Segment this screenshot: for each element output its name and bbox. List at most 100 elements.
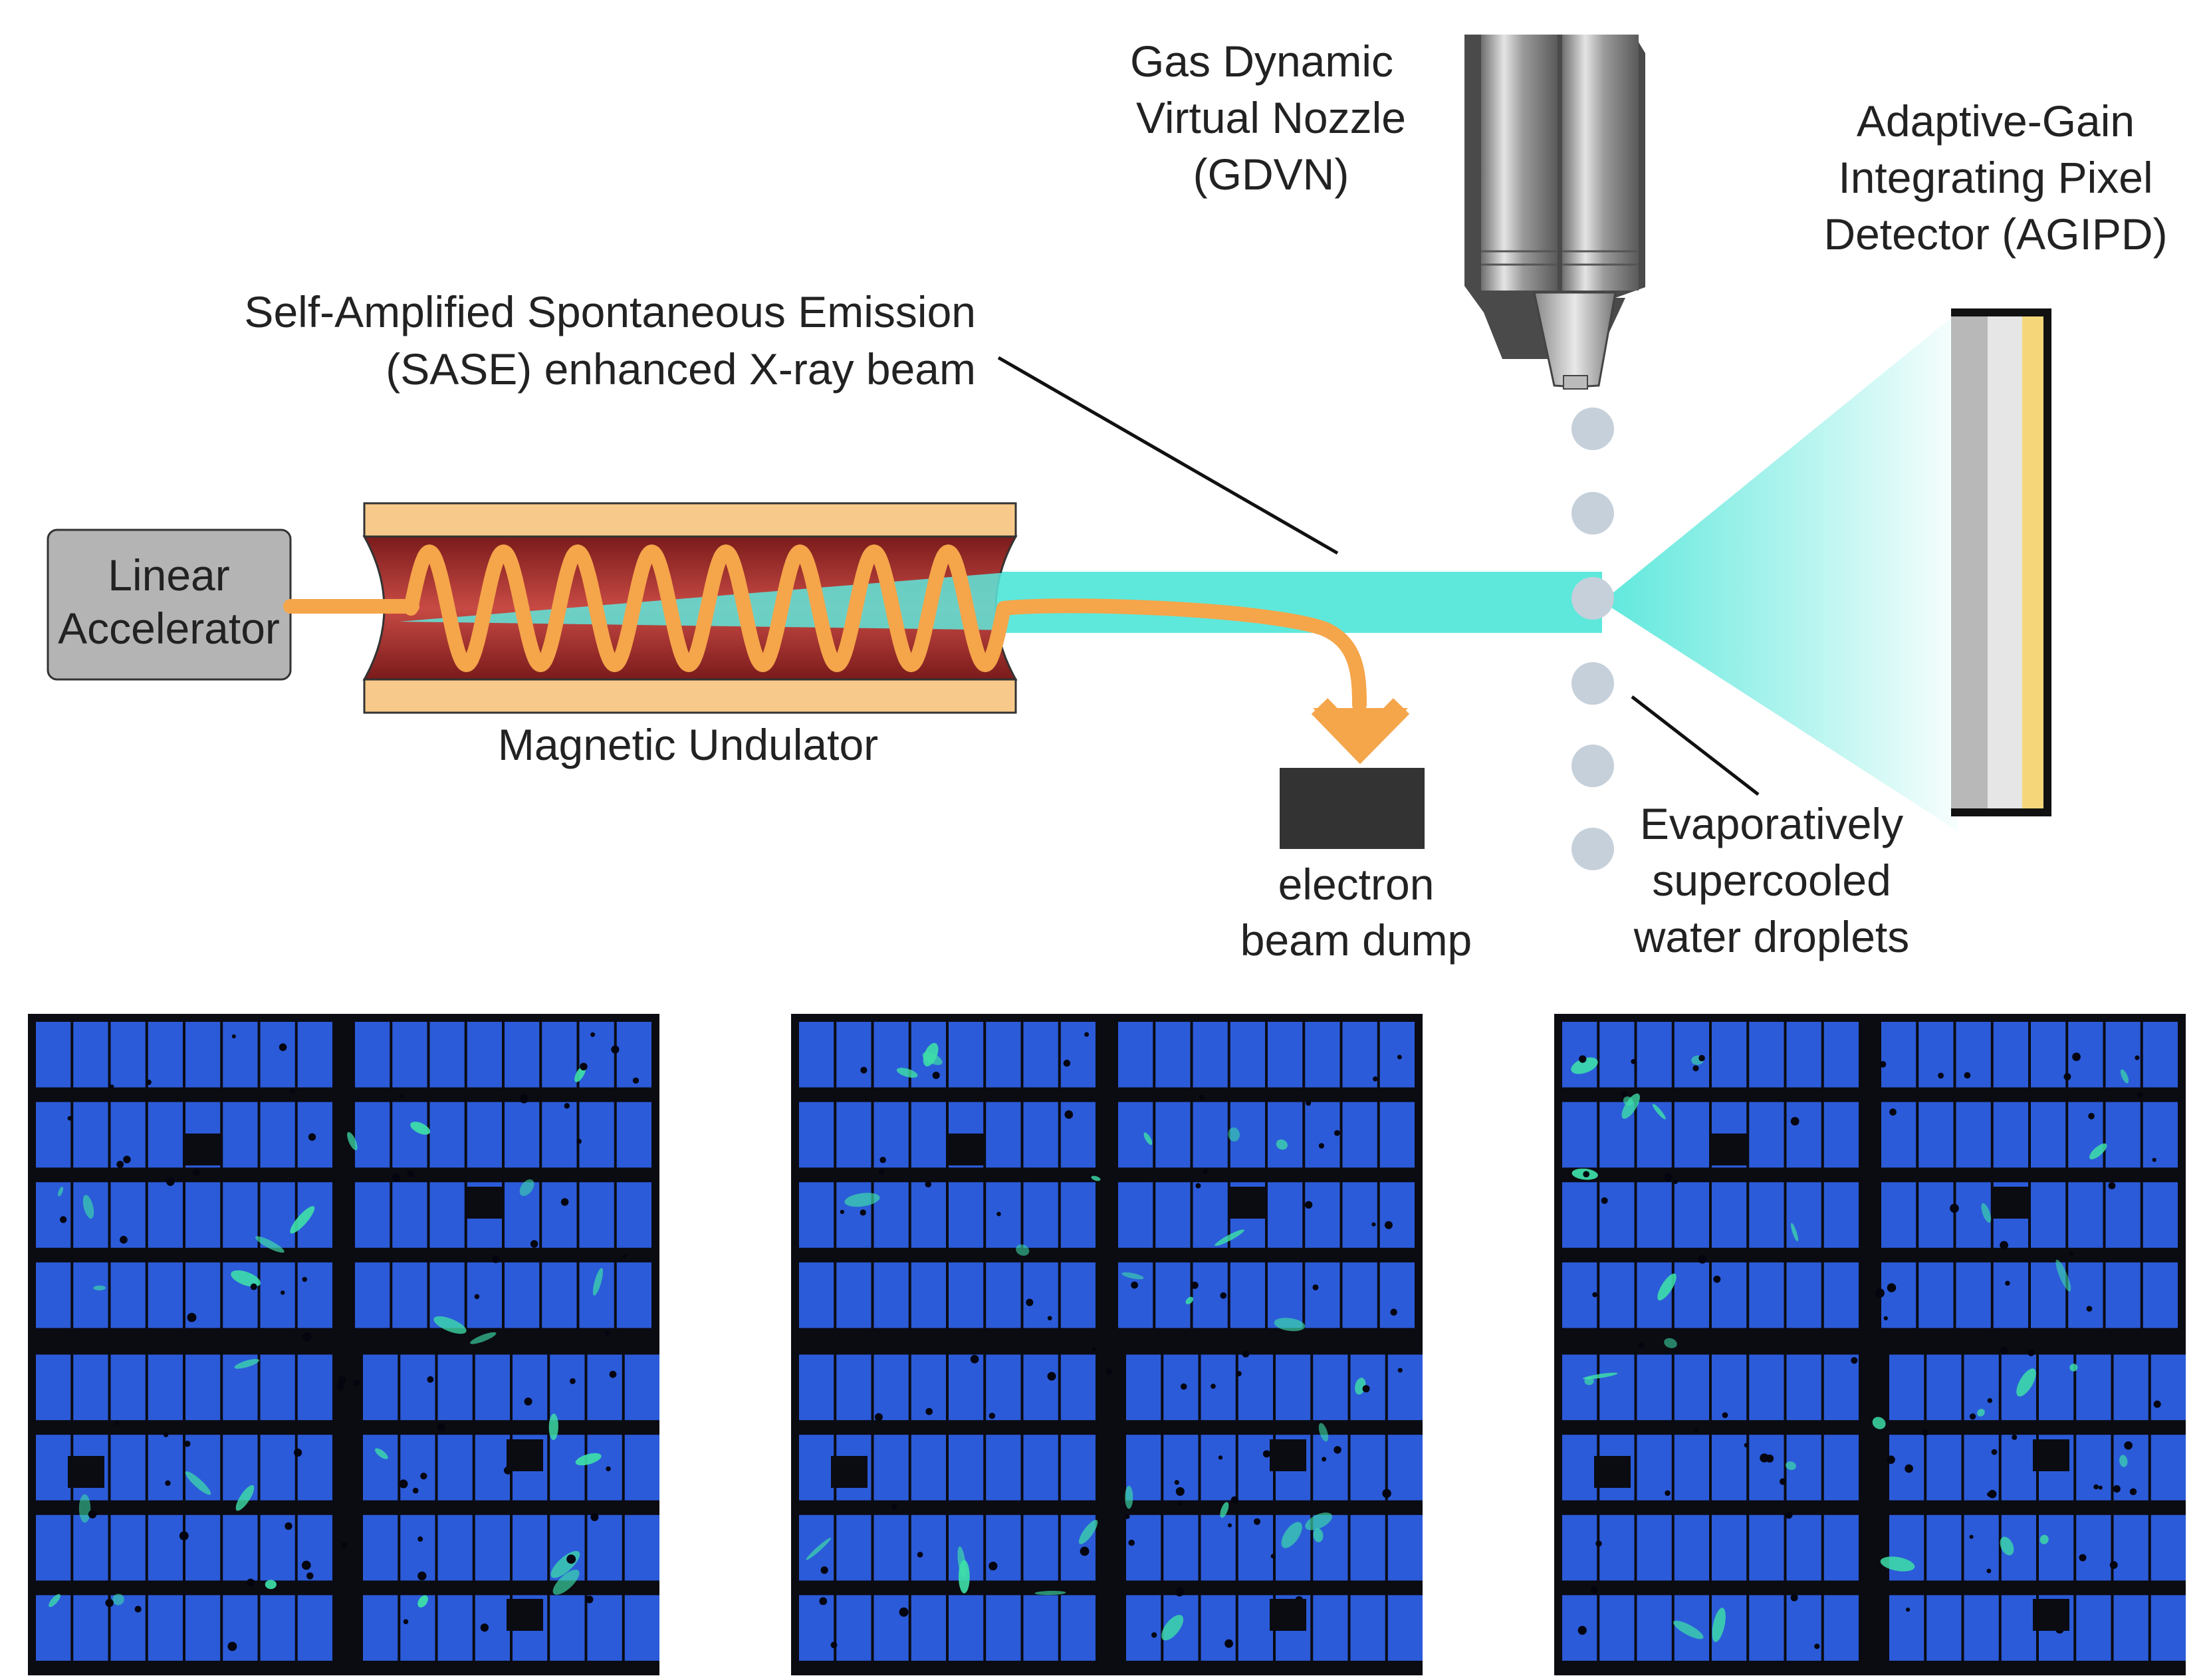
dead-pixel [1637, 1342, 1645, 1349]
droplet [1571, 828, 1614, 870]
bragg-streak [78, 1494, 91, 1523]
bragg-streak [1673, 1620, 1704, 1639]
asic-tile [437, 1595, 473, 1661]
asic-tile [2001, 1435, 2036, 1500]
dead-pixel [820, 1566, 828, 1574]
bragg-streak [1121, 1272, 1144, 1280]
dead-pixel [2129, 1488, 2137, 1496]
dead-pixel [1227, 1523, 1232, 1528]
asic-tile [185, 1595, 221, 1661]
asic-tile [1155, 1102, 1191, 1168]
asic-tile [911, 1182, 946, 1248]
dead-pixel [2124, 1441, 2133, 1450]
dead-pixel [1270, 1554, 1276, 1559]
dead-pixel [1384, 1221, 1393, 1229]
detector-layer-light [1988, 314, 2022, 810]
dead-pixel [2012, 1434, 2018, 1440]
dead-pixel [1879, 1060, 1887, 1068]
asic-tile [148, 1435, 183, 1500]
asic-tile [1060, 1595, 1096, 1661]
masked-block [1270, 1599, 1306, 1631]
dead-pixel [576, 1138, 582, 1144]
dead-pixel [480, 1623, 489, 1632]
beam-dump-label-line2: beam dump [1240, 915, 1472, 965]
dead-pixel [417, 1536, 423, 1542]
bragg-streak [231, 1270, 261, 1287]
asic-tile [1155, 1022, 1191, 1088]
undulator-bottom-plate [363, 678, 1017, 714]
asic-tile [1823, 1595, 1859, 1661]
dead-pixel [247, 1578, 255, 1587]
bragg-streak [548, 1413, 558, 1441]
dead-pixel [2153, 1400, 2161, 1408]
asic-tile [148, 1022, 183, 1088]
asic-tile [949, 1022, 984, 1088]
dead-pixel [308, 1133, 316, 1141]
dead-pixel [1950, 1203, 1959, 1213]
asic-tile [1637, 1595, 1672, 1661]
dead-pixel [59, 1216, 67, 1223]
dead-pixel [1026, 1298, 1034, 1306]
asic-tile [297, 1022, 332, 1088]
dead-pixel [227, 1641, 237, 1651]
dead-pixel [1713, 1275, 1721, 1283]
dead-pixel [2005, 1280, 2010, 1286]
dead-pixel [279, 1043, 287, 1051]
asic-tile [505, 1262, 540, 1328]
asic-tile [429, 1022, 465, 1088]
dead-pixel [524, 1397, 532, 1406]
asic-tile [1230, 1022, 1265, 1088]
asic-tile [1889, 1354, 1924, 1421]
dead-pixel [1128, 1539, 1135, 1546]
dead-pixel [1362, 1385, 1370, 1393]
asic-tile [1155, 1262, 1191, 1328]
diffraction-panels [28, 1014, 2186, 1675]
asic-tile [1926, 1354, 1962, 1421]
asic-tile [73, 1022, 108, 1088]
asic-tile [1342, 1182, 1377, 1248]
asic-tile [110, 1435, 146, 1500]
diffraction-pattern-3 [1554, 1014, 2186, 1675]
dead-pixel [1230, 1496, 1238, 1504]
dead-pixel [338, 1376, 346, 1385]
asic-tile [1230, 1262, 1265, 1328]
dead-pixel [1590, 1586, 1598, 1594]
asic-tile [467, 1262, 502, 1328]
dead-pixel [1964, 1072, 1971, 1079]
asic-tile [297, 1354, 332, 1421]
dead-pixel [570, 1378, 576, 1384]
dead-pixel [341, 1542, 348, 1549]
bragg-streaks [1571, 1052, 2161, 1649]
asic-tile [1786, 1102, 1821, 1168]
asic-tile [513, 1354, 548, 1421]
dead-pixel [1382, 1489, 1391, 1499]
asic-tile [1126, 1435, 1161, 1500]
bragg-streak [185, 1471, 211, 1495]
dead-pixel [179, 1531, 189, 1541]
dead-pixel [120, 1235, 128, 1244]
asic-tile [986, 1182, 1021, 1248]
dead-pixel [1064, 1110, 1074, 1119]
asic-tile [1881, 1022, 1916, 1088]
bragg-streak [1161, 1614, 1184, 1641]
asic-tile [1956, 1102, 1991, 1168]
asic-tile [1823, 1102, 1859, 1168]
asic-tile [1238, 1354, 1273, 1421]
asic-tile [1749, 1022, 1784, 1088]
dead-pixel [2079, 1554, 2087, 1562]
bragg-streak [592, 1268, 603, 1296]
detector-frame [1951, 308, 2051, 816]
asic-tile [579, 1262, 614, 1328]
dead-pixel [1722, 1412, 1728, 1419]
dead-pixel [290, 1088, 295, 1094]
bragg-streak [374, 1448, 388, 1459]
dead-pixel [590, 1032, 596, 1037]
dead-pixel [2109, 1561, 2118, 1570]
dead-pixel [2098, 1485, 2103, 1490]
dead-pixel [1694, 1427, 1698, 1433]
asic-tile [110, 1182, 146, 1248]
asic-tile [1155, 1182, 1191, 1248]
bragg-streak [1791, 1223, 1799, 1242]
asic-tile [110, 1514, 146, 1581]
asic-tile [36, 1022, 71, 1088]
